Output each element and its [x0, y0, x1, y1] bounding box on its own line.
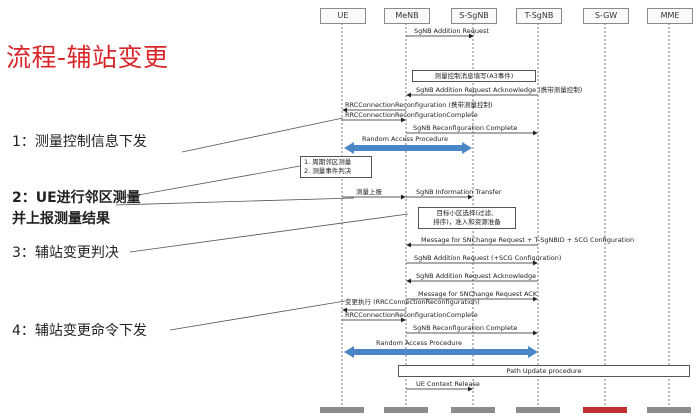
- box-path-update-text: Path Update procedure: [506, 367, 582, 375]
- connector-2a: [115, 165, 301, 200]
- msg-label-rrc-reconfig-2: 变更执行 (RRCConnectionReconfiguration): [345, 297, 480, 306]
- msg-label-ue-context-release: UE Context Release: [416, 380, 480, 388]
- page-title: 流程-辅站变更: [6, 43, 169, 72]
- entity-t-sgnb: T-SgNB: [516, 8, 562, 24]
- entity-s-gw: S-GW: [583, 8, 629, 24]
- msg-label-measurement-report: 测量上报: [356, 187, 383, 196]
- footer-bar-2: [384, 407, 428, 413]
- random-access-arrow-2: [344, 346, 538, 358]
- msg-label-sgnb-info-transfer: SgNB Information Transfer: [416, 188, 502, 196]
- box-measurement-config-text: 测量控制消息填写(A3事件): [434, 72, 514, 80]
- entity-s-sgnb: S-SgNB: [451, 8, 497, 24]
- footer-bar-5: [583, 407, 627, 413]
- box-target-selection: 目标小区选择(过滤、 排序)，准入和资源准备: [418, 207, 516, 229]
- box-target-selection-line2: 排序)，准入和资源准备: [433, 218, 501, 226]
- annotation-step-3: 3：辅站变更判决: [12, 245, 119, 261]
- connector-2b: [115, 197, 355, 206]
- entity-mme: MME: [647, 8, 693, 24]
- box-neighbor-measurement: 1. 周期邻区测量 2. 测量事件判决: [300, 156, 372, 178]
- msg-label-sgnb-addition-ack: SgNB Addition Request Acknowledge (携带测量控…: [416, 85, 582, 94]
- msg-label-rrc-complete: RRCConnectionReconfigurationComplete: [345, 111, 478, 119]
- msg-label-sgnb-addition-request-scg: SgNB Addition Request (+SCG Configuratio…: [414, 254, 561, 262]
- box-measurement-config: 测量控制消息填写(A3事件): [412, 70, 536, 82]
- box-neighbor-measurement-line2: 2. 测量事件判决: [304, 167, 352, 175]
- random-access-arrow-1: [344, 142, 472, 154]
- connector-1: [181, 117, 344, 153]
- msg-label-sgnb-addition-request: SgNB Addition Request: [414, 27, 489, 35]
- msg-label-sgnb-reconfig-complete-2: SgNB Reconfiguration Complete: [413, 324, 517, 332]
- entity-ue: UE: [320, 8, 366, 24]
- msg-label-rrc-reconfig: RRCConnectionReconfiguration (携带测量控制): [345, 100, 493, 109]
- msg-label-rrc-complete-2: RRCConnectionReconfigurationComplete: [345, 311, 478, 319]
- footer-bar-3: [451, 407, 495, 413]
- annotation-step-1: 1：测量控制信息下发: [12, 134, 147, 150]
- box-path-update: Path Update procedure: [398, 365, 690, 377]
- footer-bar-4: [516, 407, 560, 413]
- msg-label-random-access-1: Random Access Procedure: [362, 135, 448, 143]
- msg-label-sgnb-addition-ack-2: SgNB Addition Request Acknowledge: [416, 272, 536, 280]
- msg-label-sgnb-reconfig-complete: SgNB Reconfiguration Complete: [413, 124, 517, 132]
- annotation-step-2-line1: 2：UE进行邻区测量: [12, 190, 141, 206]
- box-target-selection-line1: 目标小区选择(过滤、: [436, 209, 498, 217]
- message-arrows: [342, 33, 538, 392]
- annotation-connectors: [115, 117, 409, 331]
- connector-3: [129, 213, 409, 253]
- footer-bar-1: [320, 407, 364, 413]
- message-labels: SgNB Addition Request SgNB Addition Requ…: [345, 27, 634, 388]
- box-neighbor-measurement-line1: 1. 周期邻区测量: [304, 158, 352, 166]
- connector-4: [169, 300, 346, 331]
- msg-label-random-access-2: Random Access Procedure: [376, 339, 462, 347]
- msg-label-sn-change-ack: Message for SNChange Request ACK: [418, 290, 538, 298]
- footer-bar-6: [647, 407, 691, 413]
- random-access-arrows: [344, 142, 538, 358]
- msg-label-sn-change-request: Message for SNChange Request + T-SgNBID …: [421, 236, 634, 244]
- annotation-step-2-line2: 并上报测量结果: [12, 211, 110, 227]
- entity-menb: MeNB: [384, 8, 430, 24]
- annotation-step-4: 4：辅站变更命令下发: [12, 323, 147, 339]
